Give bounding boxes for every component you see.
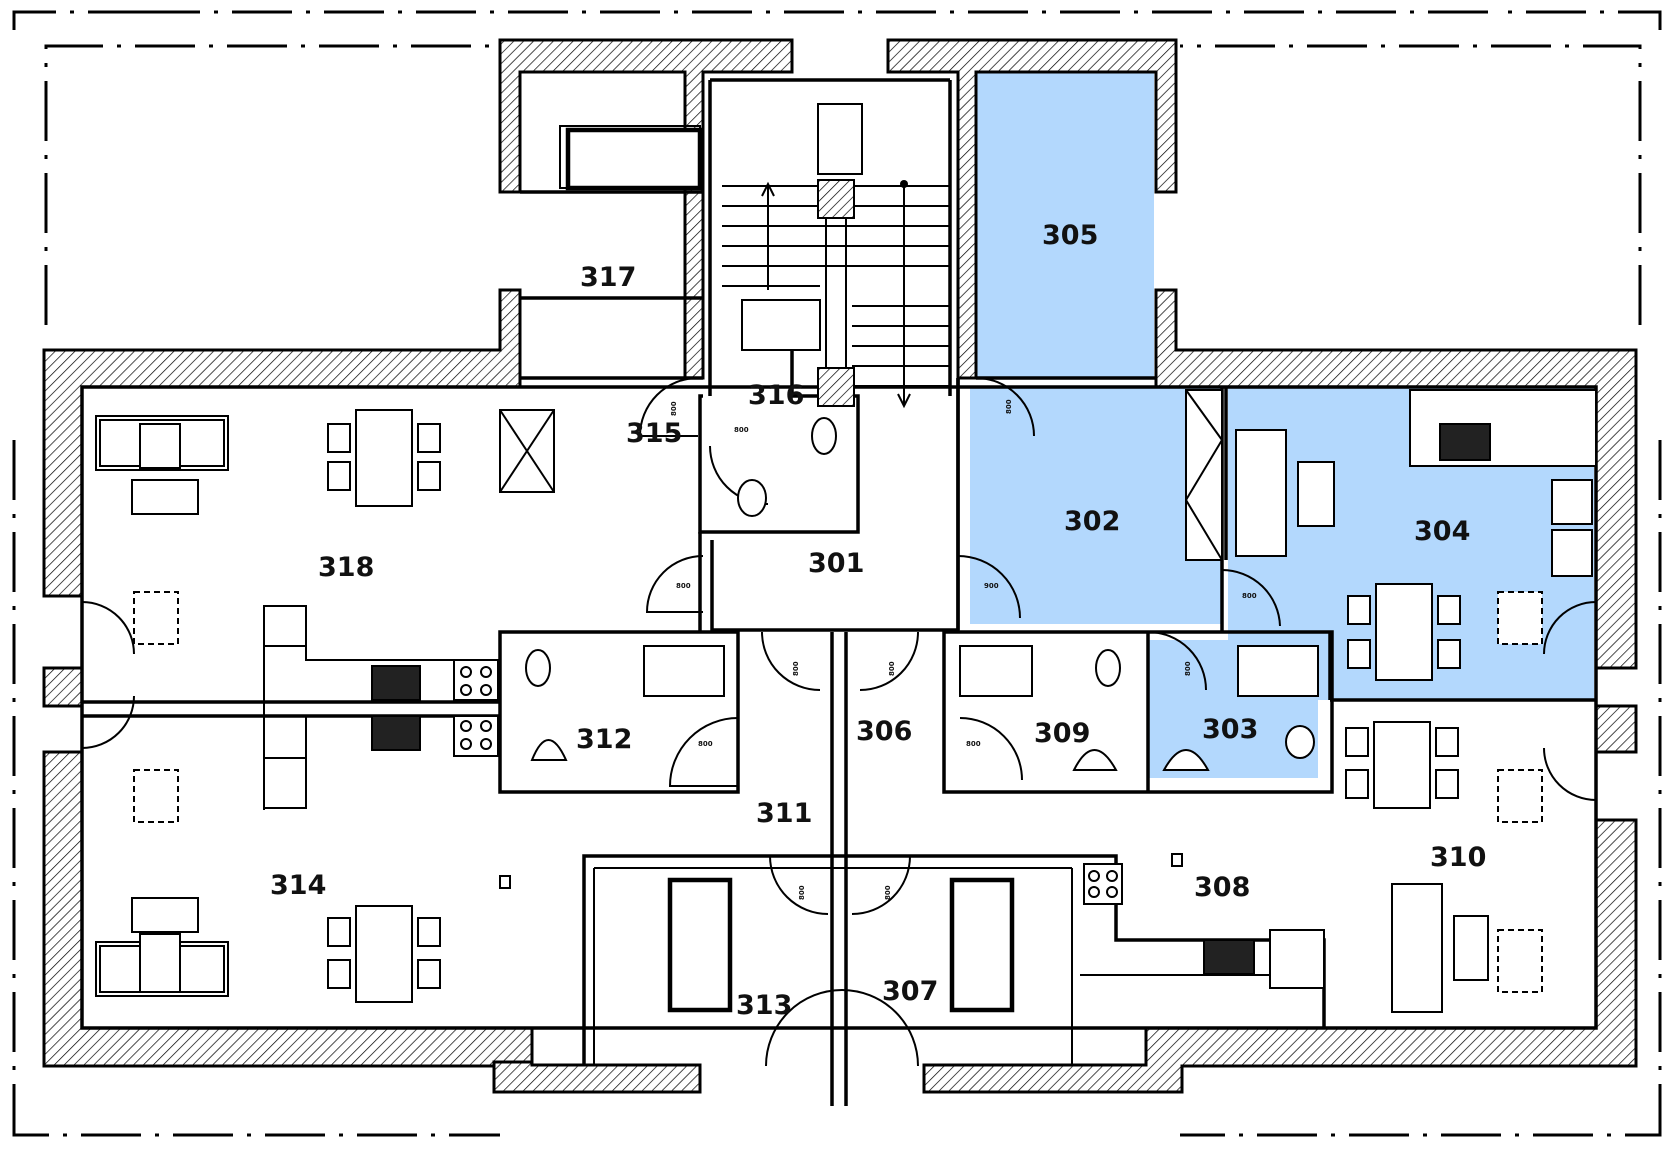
door-tag: 800 (698, 740, 713, 748)
room-fill-302 (970, 388, 1222, 624)
exterior-walls (42, 38, 1638, 1094)
staircase (722, 103, 950, 409)
room-labels: 301 302 303 304 305 306 307 308 309 310 … (270, 220, 1486, 1021)
room-label-315: 315 (626, 418, 682, 449)
door-tag: 800 (734, 426, 749, 434)
door-tag: 800 (884, 885, 892, 900)
door-tag: 800 (1184, 661, 1192, 676)
door-tag: 800 (1005, 399, 1013, 414)
room-label-308: 308 (1194, 872, 1250, 903)
room-label-304: 304 (1414, 516, 1470, 547)
door-tag: 800 (676, 582, 691, 590)
door-tag: 800 (798, 885, 806, 900)
door-tag: 800 (1242, 592, 1257, 600)
room-label-311: 311 (756, 798, 812, 829)
room-label-303: 303 (1202, 714, 1258, 745)
door-tags: 800 800 800 800 900 800 800 800 800 800 … (670, 399, 1257, 900)
room-label-305: 305 (1042, 220, 1098, 251)
room-label-317: 317 (580, 262, 636, 293)
furniture (95, 127, 1597, 1013)
door-tag: 800 (966, 740, 981, 748)
door-tag: 800 (888, 661, 896, 676)
interior-walls (80, 78, 1598, 1106)
door-swings (81, 377, 1597, 1067)
door-tag: 800 (792, 661, 800, 676)
room-label-312: 312 (576, 724, 632, 755)
door-tag: 800 (670, 401, 678, 416)
room-label-301: 301 (808, 548, 864, 579)
room-label-306: 306 (856, 716, 912, 747)
door-tag: 900 (984, 582, 999, 590)
room-label-309: 309 (1034, 718, 1090, 749)
room-label-310: 310 (1430, 842, 1486, 873)
room-label-307: 307 (882, 976, 938, 1007)
site-outline (12, 10, 1662, 1137)
room-label-313: 313 (736, 990, 792, 1021)
room-label-318: 318 (318, 552, 374, 583)
room-label-314: 314 (270, 870, 326, 901)
room-label-302: 302 (1064, 506, 1120, 537)
room-label-316: 316 (748, 380, 804, 411)
room-fill-305 (976, 72, 1154, 378)
